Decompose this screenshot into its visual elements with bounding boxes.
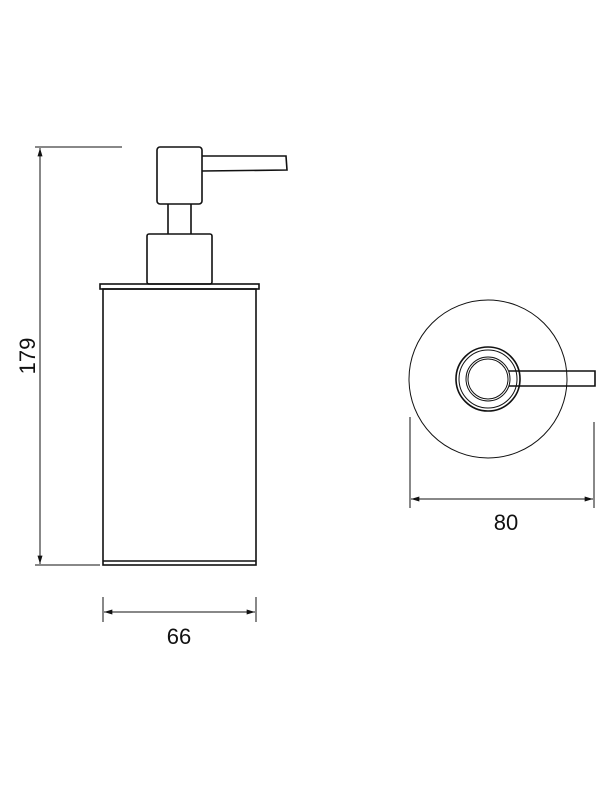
top-view bbox=[408, 299, 596, 459]
head-outer-circle bbox=[465, 356, 511, 402]
collar-inner-circle bbox=[458, 349, 518, 409]
width-dimension: 66 bbox=[102, 597, 257, 649]
head-inner-circle bbox=[467, 358, 509, 400]
pump-spout bbox=[201, 155, 288, 172]
height-label: 179 bbox=[15, 338, 40, 375]
spout-top-view bbox=[509, 370, 596, 387]
pump-collar bbox=[146, 233, 213, 285]
collar-outer-circle bbox=[455, 346, 521, 412]
bottle-body bbox=[102, 288, 257, 566]
diameter-dimension: 80 bbox=[409, 417, 595, 535]
front-view bbox=[99, 146, 288, 566]
height-dimension: 179 bbox=[15, 146, 122, 566]
diameter-label: 80 bbox=[494, 510, 518, 535]
width-label: 66 bbox=[167, 624, 191, 649]
pump-head bbox=[156, 146, 203, 205]
base-circle bbox=[408, 299, 568, 459]
